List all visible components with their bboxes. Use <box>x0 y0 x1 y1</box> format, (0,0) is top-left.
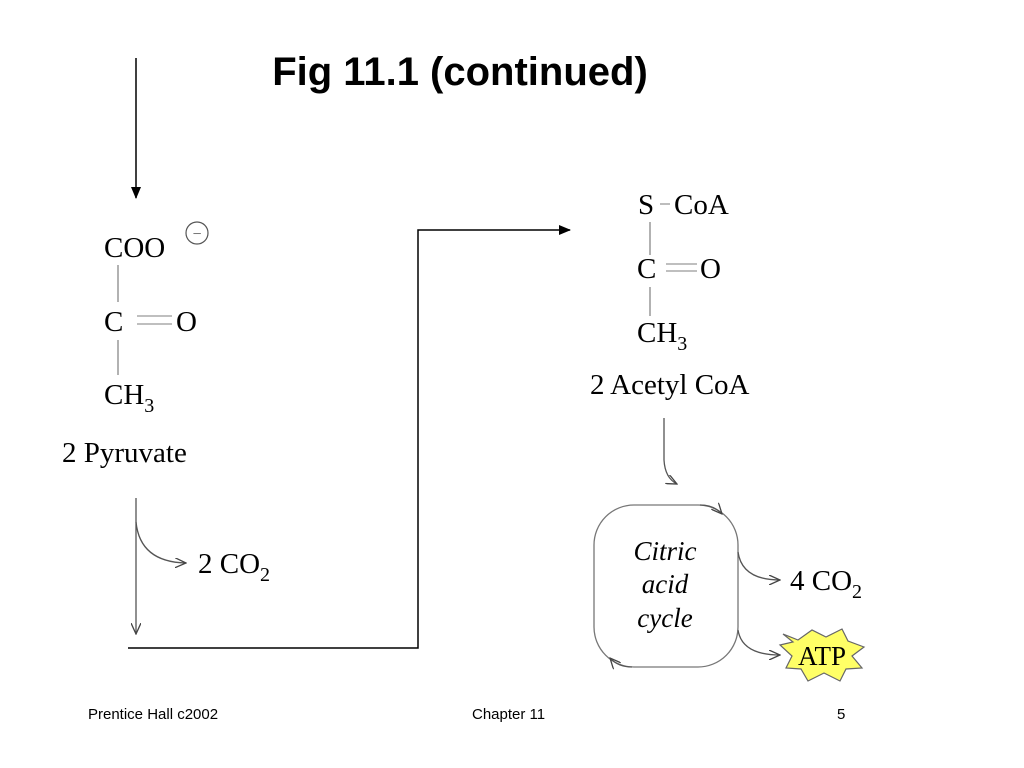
citric-acid-cycle-box <box>593 504 739 668</box>
atp-label: ATP <box>798 641 846 671</box>
cycle-label-line3: cycle <box>637 603 692 633</box>
acetyl-coa-label: 2 Acetyl CoA <box>590 369 750 401</box>
pyruvate-o-text: O <box>176 306 197 338</box>
negative-charge-sign: − <box>192 226 201 243</box>
footer-page-number: 5 <box>837 706 846 723</box>
pyruvate-structure: COO − C O CH3 2 Pyruvate <box>62 221 209 469</box>
pyruvate-ch3: CH3 <box>104 379 154 417</box>
cycle-atp-arrow <box>737 629 780 655</box>
cycle-co2-label: 4 CO2 <box>790 565 862 603</box>
atp-burst-shape <box>778 628 866 682</box>
acetyl-coa-structure: S CoA C O CH3 2 Acetyl CoA <box>590 189 750 401</box>
acetyl-coa-text: CoA <box>674 189 729 221</box>
acetyl-to-cycle-arrow <box>663 418 677 484</box>
connector-arrow <box>128 225 571 649</box>
cycle-label-line2: acid <box>642 569 689 599</box>
cycle-co2-arrow <box>737 551 780 580</box>
pyruvate-c-text: C <box>104 306 123 338</box>
pyruvate-coo-text: COO <box>104 232 165 264</box>
acetyl-o-text: O <box>700 253 721 285</box>
cycle-label-line1: Citric <box>633 536 696 566</box>
co2-release-arrow <box>135 521 186 563</box>
footer-publisher: Prentice Hall c2002 <box>88 706 219 723</box>
co2-released-label: 2 CO2 <box>198 548 270 586</box>
cycle-top-arrowhead <box>699 505 722 514</box>
pyruvate-label: 2 Pyruvate <box>62 437 187 469</box>
cycle-bottom-arrowhead <box>610 658 633 667</box>
acetyl-s-text: S <box>638 189 654 221</box>
acetyl-c-text: C <box>637 253 656 285</box>
slide-title: Fig 11.1 (continued) <box>272 50 648 94</box>
footer-chapter: Chapter 11 <box>472 706 546 723</box>
negative-charge-circle <box>185 221 209 245</box>
acetyl-ch3: CH3 <box>637 317 687 355</box>
